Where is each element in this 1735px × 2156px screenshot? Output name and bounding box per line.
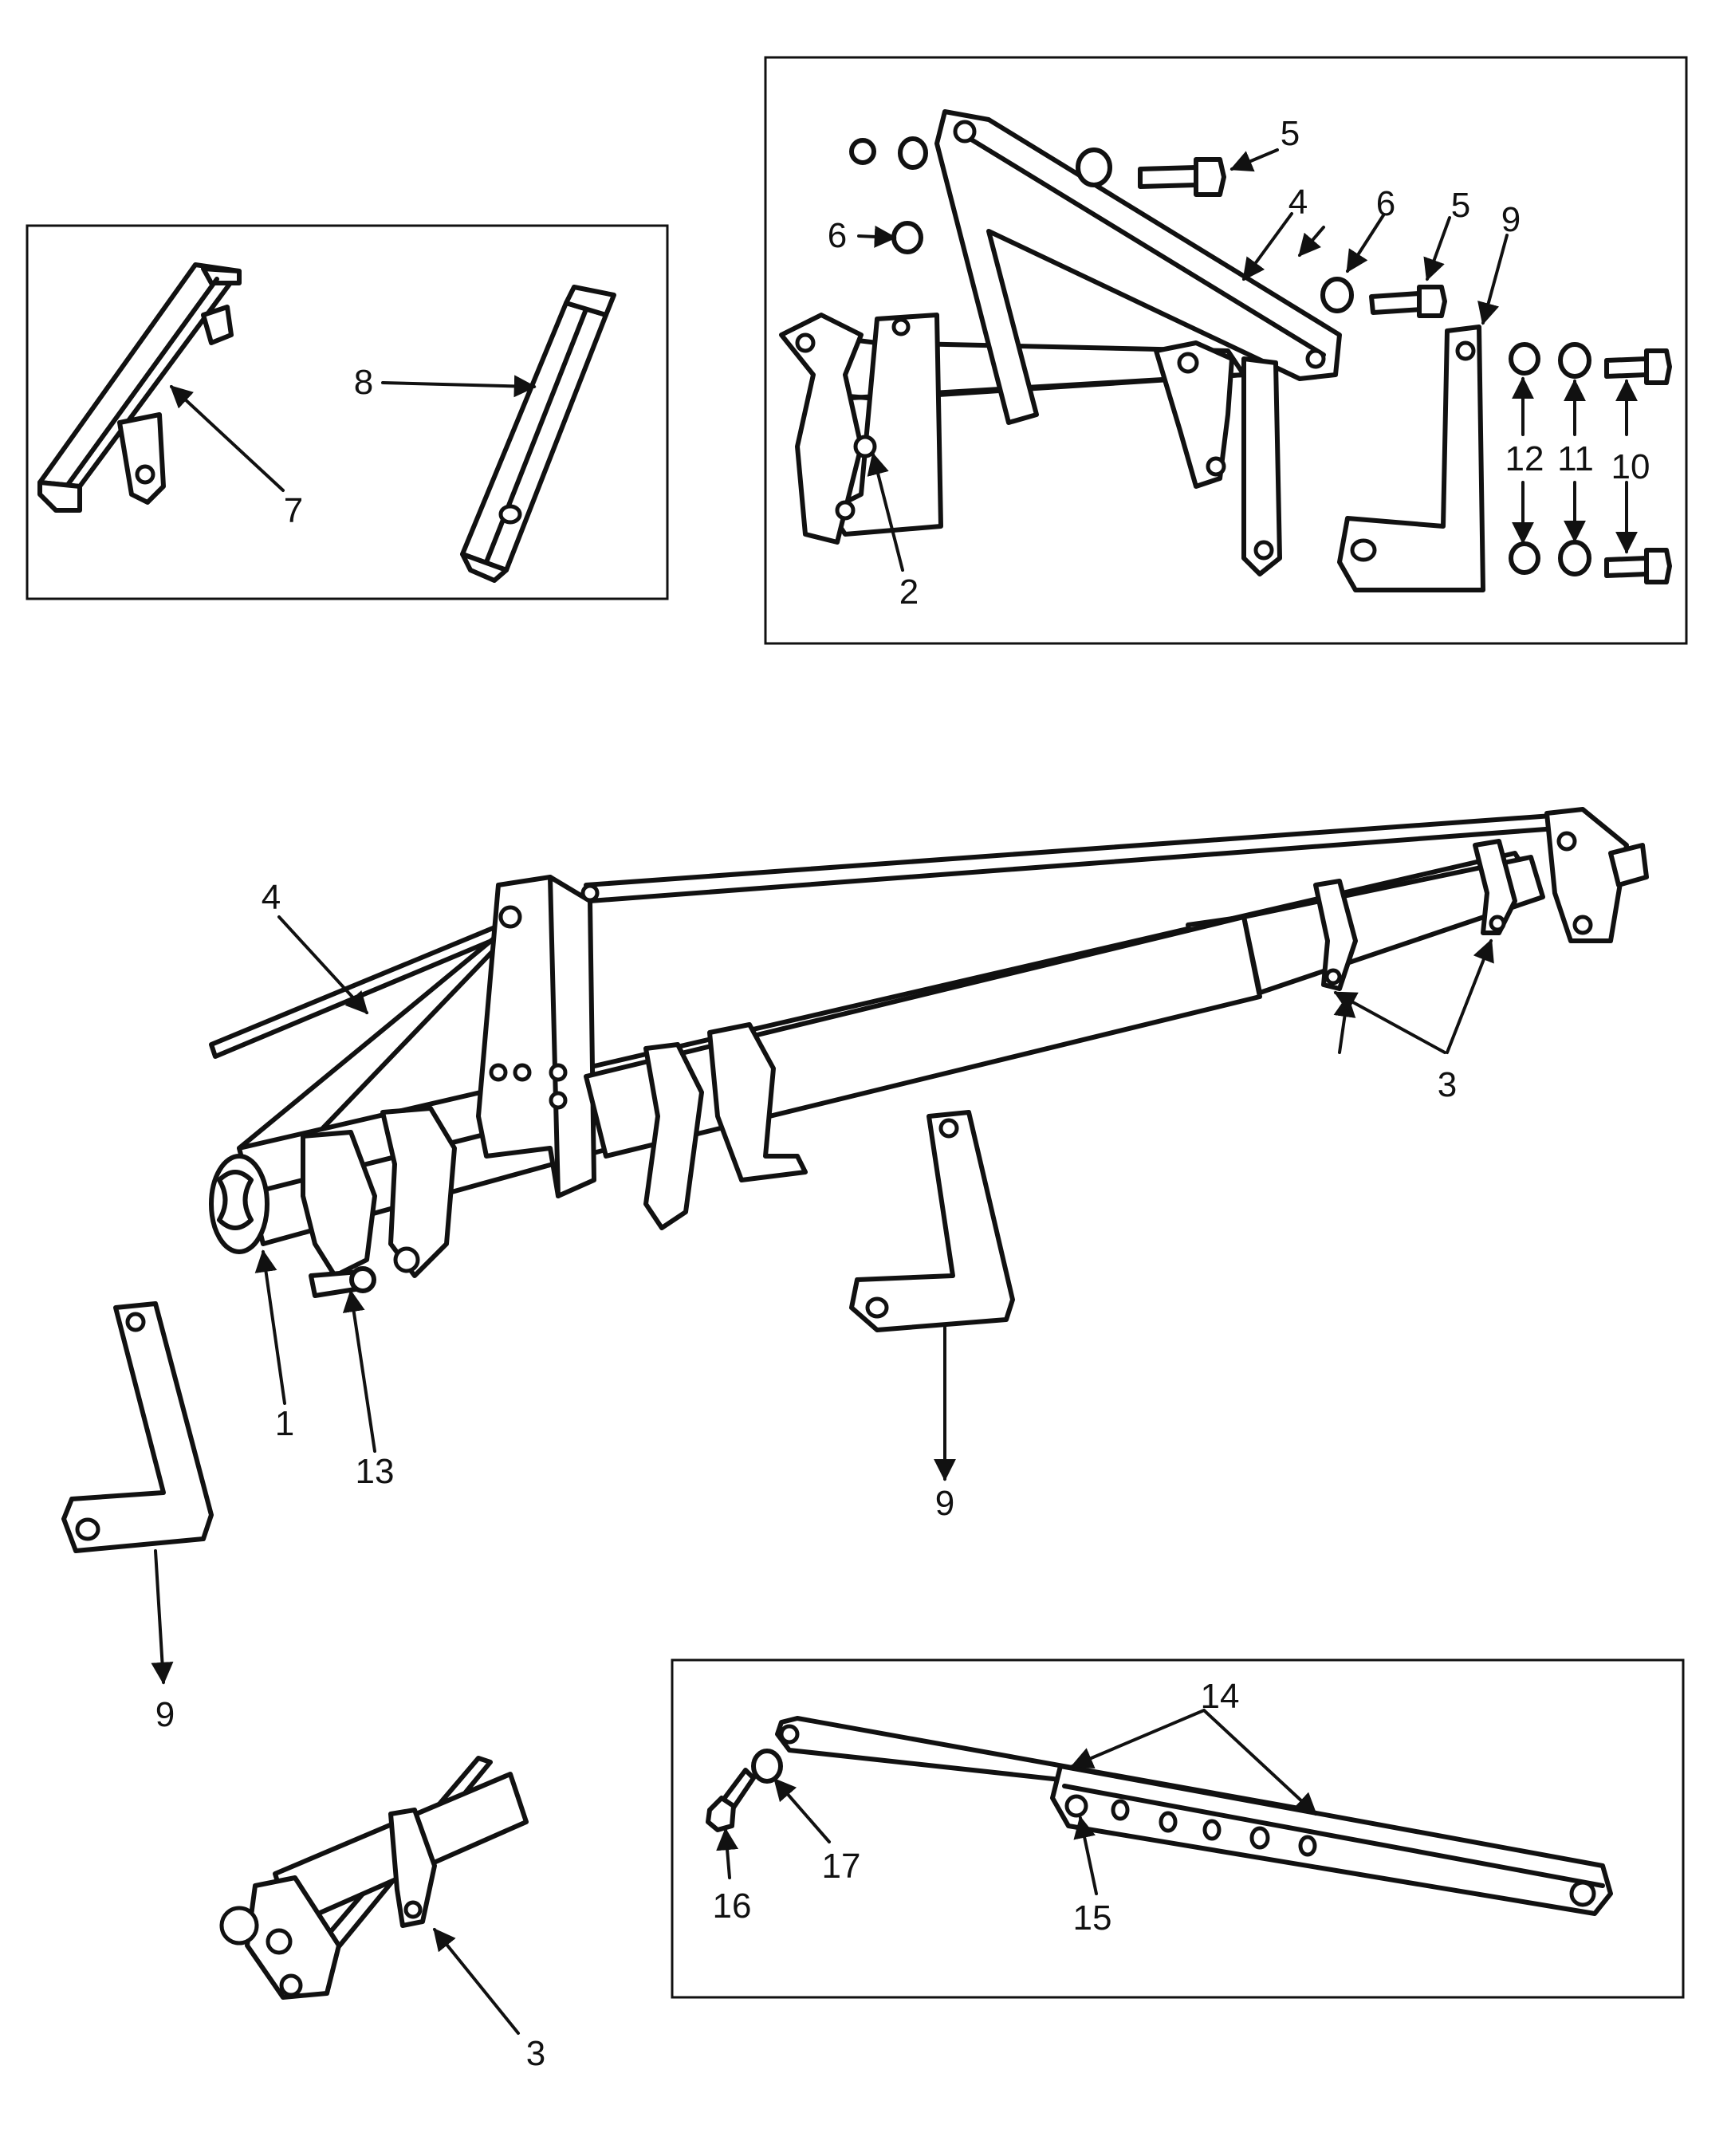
tube-clamps (1313, 839, 1517, 991)
callout-6-right: 6 (1376, 184, 1395, 223)
callout-15: 15 (1073, 1898, 1112, 1938)
washer (898, 136, 928, 170)
callout-9-left: 9 (155, 1695, 175, 1734)
washer-11-bottom (1558, 540, 1591, 576)
spacer-6 (891, 221, 923, 254)
inset-link-frame (671, 1658, 1685, 1999)
callout-9-center: 9 (935, 1484, 954, 1523)
callout-14: 14 (1201, 1677, 1240, 1716)
callout-13: 13 (356, 1452, 395, 1491)
bracket-right (1154, 340, 1282, 576)
bushing-12-top (1509, 342, 1540, 376)
washer-11-top (1558, 342, 1591, 379)
tube-brackets (301, 1022, 808, 1278)
spacer-6-right (1320, 277, 1354, 313)
l-bracket-9-left: 9 (61, 1301, 214, 1734)
callout-4-inset: 4 (1288, 183, 1308, 222)
main-assembly: 4 3 1 13 (209, 807, 1649, 1491)
callout-7: 7 (284, 491, 303, 530)
l-bracket-9-inset (1337, 325, 1485, 592)
brace-blade (209, 919, 517, 1059)
callout-8: 8 (354, 363, 373, 402)
callout-3-detail: 3 (526, 2034, 545, 2073)
bolt-5-top (1076, 148, 1226, 197)
nut (849, 138, 876, 165)
callout-10: 10 (1611, 447, 1650, 486)
rail-part-7 (37, 262, 242, 513)
callout-1: 1 (275, 1404, 294, 1443)
callout-3-main: 3 (1438, 1065, 1457, 1104)
detail-end-plate (245, 1875, 341, 2000)
callout-9-inset: 9 (1501, 200, 1521, 239)
brace-part-4 (934, 109, 1342, 425)
inset-brace-kit: 5 4 6 5 9 6 2 12 11 10 (764, 56, 1688, 645)
bolt-5-right (1369, 285, 1447, 318)
leader-8 (381, 375, 537, 398)
bolt-16 (706, 1768, 756, 1832)
rail-part-8 (460, 285, 616, 583)
inset-rails: 7 8 (26, 224, 669, 600)
link-bar-14 (775, 1716, 1613, 1916)
callout-4-main: 4 (262, 878, 281, 917)
bushing-12-bottom (1509, 541, 1540, 575)
washer-17 (751, 1749, 783, 1784)
callout-2: 2 (899, 572, 919, 612)
bolt-10-bottom (1604, 548, 1672, 584)
pin-part-13 (309, 1266, 376, 1298)
end-plate (1544, 807, 1649, 943)
callout-16: 16 (713, 1886, 752, 1926)
leader-7 (169, 385, 285, 492)
callout-17: 17 (822, 1847, 861, 1886)
center-mount-plate (476, 875, 600, 1198)
callout-6-left: 6 (828, 216, 847, 255)
callout-11: 11 (1557, 439, 1594, 478)
callout-12: 12 (1505, 439, 1544, 478)
callout-5-top: 5 (1281, 114, 1300, 153)
bolt-10-top (1604, 348, 1672, 385)
callout-5-right: 5 (1451, 186, 1470, 225)
inset-brace-frame (764, 56, 1688, 645)
inset-rails-frame (26, 224, 669, 600)
inset-adjust-link: 14 15 16 17 (671, 1658, 1685, 1999)
l-bracket-9-center: 9 (849, 1110, 1015, 1523)
clamp-detail: 3 (219, 1756, 545, 2073)
